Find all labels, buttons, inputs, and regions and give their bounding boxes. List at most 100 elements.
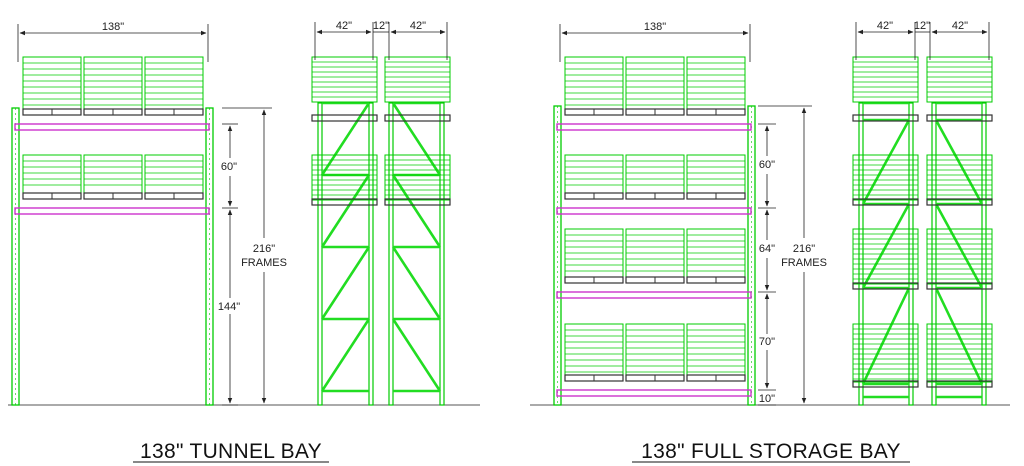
tunnel-side-frame-right [388, 101, 445, 406]
pallet-load [686, 228, 746, 284]
pallet-load [686, 56, 746, 116]
side-pallet-crate [852, 56, 919, 103]
storage-bay-front-view [553, 56, 756, 406]
tunnel-pallet-row [22, 154, 204, 200]
tunnel-upright-right [205, 107, 214, 406]
tunnel-upright-left [11, 107, 20, 406]
frame-post [317, 102, 323, 406]
pallet-load [564, 56, 624, 116]
frame-brace [934, 287, 984, 385]
pallet-load [144, 154, 204, 200]
tunnel-level-dimensions: 60" 144" [218, 123, 240, 406]
pallet-crate [686, 56, 746, 110]
pallet-load [144, 56, 204, 116]
frame-brace [391, 318, 442, 392]
frame-post [439, 102, 445, 406]
tunnel-side-view [311, 56, 451, 406]
side-pallet-crate [311, 56, 378, 103]
storage-level-dim-4: 10" [759, 393, 775, 405]
storage-side-view [852, 56, 993, 406]
frame-brace [934, 203, 984, 289]
storage-side-dim-1: 42" [877, 20, 893, 32]
side-pallet-crate [926, 154, 993, 201]
pallet-load [83, 56, 143, 116]
tunnel-level-dim-2: 144" [218, 301, 240, 313]
side-pallet-crate [852, 323, 919, 383]
pallet-load [625, 56, 685, 116]
frame-brace [934, 119, 984, 205]
storage-bay-caption: 138" FULL STORAGE BAY [641, 440, 901, 463]
pallet-load [22, 154, 82, 200]
side-pallet-crate [926, 228, 993, 285]
side-pallet-crate [384, 154, 451, 201]
tunnel-side-dim-2: 12" [373, 20, 389, 32]
tunnel-side-frame-left [317, 101, 374, 406]
pallet-crate [625, 56, 685, 110]
side-pallet-crate [852, 154, 919, 201]
side-pallet-crate [311, 154, 378, 201]
frame-brace [320, 318, 371, 392]
pallet-load [625, 228, 685, 284]
pallet-load [564, 323, 624, 382]
storage-pallet-row [564, 228, 746, 284]
frame-brace [320, 246, 371, 320]
pallet-crate [564, 323, 624, 376]
frame-post [368, 102, 374, 406]
frame-brace [391, 102, 442, 176]
frame-brace [391, 174, 442, 248]
storage-level-dim-1: 60" [759, 159, 775, 171]
tunnel-beam-lower [14, 207, 210, 215]
storage-frame-label: FRAMES [781, 257, 827, 269]
tunnel-side-pallets-right [384, 56, 451, 201]
pallet-load [83, 154, 143, 200]
tunnel-side-dim-3: 42" [410, 20, 426, 32]
storage-upright-right [747, 105, 756, 406]
pallet-load [686, 323, 746, 382]
storage-side-pallets-right [926, 56, 993, 383]
pallet-load [625, 154, 685, 200]
side-pallet-crate [852, 228, 919, 285]
pallet-crate [144, 56, 204, 110]
storage-side-dim-2: 12" [914, 20, 930, 32]
storage-pallet-row [564, 154, 746, 200]
pallet-crate [625, 323, 685, 376]
storage-side-pallets-left [852, 56, 919, 383]
frame-post [388, 102, 394, 406]
storage-width-dimension: 138" [559, 21, 751, 62]
tunnel-side-dim-1: 42" [336, 20, 352, 32]
tunnel-side-pallets-left [311, 56, 378, 201]
storage-beam-3 [556, 291, 752, 299]
pallet-load [686, 154, 746, 200]
frame-brace [391, 246, 442, 320]
tunnel-width-dimension: 138" [17, 21, 209, 62]
pallet-crate [22, 56, 82, 110]
storage-level-dim-3: 70" [759, 336, 775, 348]
storage-pallet-row [564, 323, 746, 382]
storage-beam-1 [556, 123, 752, 131]
frame-brace [861, 203, 911, 289]
storage-level-dimensions: 60" 64" 70" 10" [758, 123, 776, 406]
storage-beam-4 [556, 389, 752, 397]
side-pallet-crate [926, 323, 993, 383]
storage-side-dimensions: 42" 12" 42" [855, 20, 990, 60]
storage-level-dim-2: 64" [759, 243, 775, 255]
storage-beam-2 [556, 207, 752, 215]
storage-upright-left [553, 105, 562, 406]
frame-brace [861, 119, 911, 205]
frame-brace [861, 287, 911, 385]
tunnel-frame-dimension: 216" FRAMES [222, 107, 287, 404]
tunnel-width-label: 138" [102, 21, 124, 33]
pallet-load [625, 323, 685, 382]
storage-pallet-row [564, 56, 746, 116]
storage-side-dim-3: 42" [952, 20, 968, 32]
storage-frame-height: 216" [793, 243, 815, 255]
frame-brace [320, 174, 371, 248]
pallet-crate [564, 56, 624, 110]
tunnel-frame-label: FRAMES [241, 257, 287, 269]
pallet-load [564, 154, 624, 200]
tunnel-frame-height: 216" [253, 243, 275, 255]
tunnel-bay-front-view [11, 56, 214, 406]
frame-brace [320, 102, 371, 176]
pallet-crate [83, 56, 143, 110]
